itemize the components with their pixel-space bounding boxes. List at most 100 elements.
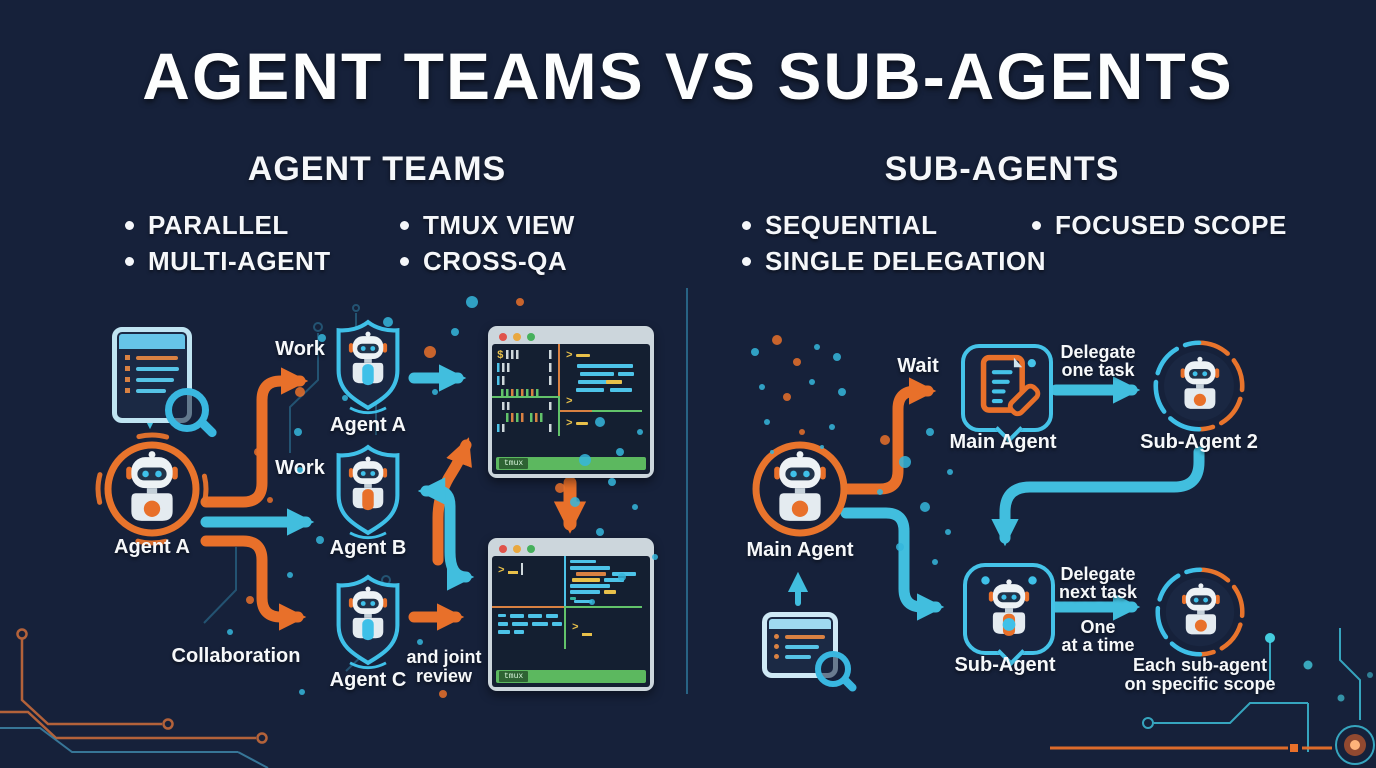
bullet-dot-icon: [742, 220, 751, 230]
particle-dot: [342, 395, 348, 401]
task-list-icon: [112, 327, 219, 439]
sub-agent-2-icon: [1153, 340, 1245, 432]
report-search-icon: [762, 612, 859, 694]
one-at-a-time-label-line1: One: [1080, 617, 1116, 637]
particle-dot: [417, 639, 423, 645]
team-agent-a-label: Agent A: [330, 414, 406, 436]
terminal-panes: > >: [492, 556, 642, 649]
svg-text:$: $: [497, 350, 504, 362]
task-document-box: [961, 344, 1053, 444]
particle-dot: [809, 379, 815, 385]
particle-dot: [299, 689, 305, 695]
right-bullet-single-delegation: SINGLE DELEGATION: [742, 245, 1046, 277]
particle-dot: [833, 353, 841, 361]
arrow-collab-to-agent-c: [200, 535, 307, 631]
particle-dot: [751, 348, 759, 356]
arrow-main-to-sub-agent: [840, 507, 945, 621]
terminal-titlebar: [492, 541, 650, 556]
collaboration-label: Collaboration: [171, 645, 301, 667]
team-agent-a-icon: [336, 319, 400, 415]
right-bullet-sequential: SEQUENTIAL: [742, 209, 938, 241]
arrow-qa-cross: [417, 477, 475, 591]
magnifier-icon: [815, 651, 859, 694]
particle-dot: [555, 483, 565, 493]
particle-dot: [838, 388, 846, 396]
delegate-next-label-line2: next task: [1058, 582, 1138, 602]
particle-dot: [579, 454, 591, 466]
particle-dot: [316, 536, 324, 544]
particle-dot: [764, 419, 770, 425]
tmux-terminal-top: $ > > >: [488, 326, 654, 478]
svg-text:>: >: [572, 622, 579, 634]
joint-review-label-line1: and joint: [406, 647, 482, 667]
svg-text:>: >: [566, 418, 573, 430]
tmux-status-bar: tmux: [496, 670, 646, 683]
particle-dot: [267, 497, 273, 503]
arrow-loop-back: [991, 446, 1205, 547]
bullet-dot-icon: [125, 220, 134, 230]
particle-dot: [451, 328, 459, 336]
tmux-session-chip: tmux: [499, 458, 529, 469]
particle-dot: [297, 467, 303, 473]
particle-dot: [783, 393, 791, 401]
svg-text:>: >: [566, 350, 573, 362]
particle-dot: [616, 448, 624, 456]
particle-dot: [920, 502, 930, 512]
tmux-status-bar: tmux: [496, 457, 646, 470]
bullet-dot-icon: [742, 256, 751, 266]
task-box-label: Main Agent: [949, 431, 1057, 453]
particle-dot: [516, 298, 524, 306]
particle-dot: [424, 346, 436, 358]
particle-dot: [829, 424, 835, 430]
particle-dot: [608, 478, 616, 486]
particle-dot: [439, 690, 447, 698]
minimize-icon: [513, 332, 521, 341]
particle-dot: [759, 384, 765, 390]
particle-dot: [466, 296, 478, 308]
particle-dot: [246, 596, 254, 604]
main-agent-icon: [752, 441, 848, 537]
tmux-session-chip: tmux: [499, 671, 529, 682]
left-bullet-multi-agent: MULTI-AGENT: [125, 245, 331, 277]
orchestrator-agent-icon: [95, 432, 209, 546]
bullet-dot-icon: [125, 256, 134, 266]
particle-dot: [595, 417, 605, 427]
page-title: AGENT TEAMS VS SUB-AGENTS: [142, 39, 1234, 113]
tmux-terminal-bottom: > >: [488, 538, 654, 691]
particle-dot: [432, 389, 438, 395]
arrow-work-to-agent-a: [200, 367, 309, 508]
sub-agent-robot-icon: [981, 576, 1037, 636]
particle-dot: [652, 554, 658, 560]
particle-dot: [880, 435, 890, 445]
svg-text:>: >: [498, 565, 505, 577]
particle-dot: [618, 573, 626, 581]
joint-review-label-line2: review: [415, 666, 473, 686]
left-bullet-cross-qa: CROSS-QA: [400, 245, 567, 277]
particle-dot: [295, 387, 305, 397]
particle-dot: [254, 448, 262, 456]
scope-label-line1: Each sub-agent: [1132, 655, 1268, 675]
terminal-panes: $ > > >: [492, 344, 642, 436]
particle-dot: [318, 334, 326, 342]
orchestrator-label: Agent A: [114, 536, 190, 558]
arrow-wait: [842, 377, 937, 495]
particle-dot: [820, 445, 824, 449]
particle-dot: [799, 429, 805, 435]
wait-label: Wait: [897, 355, 939, 377]
particle-dot: [877, 489, 883, 495]
delegate-one-label-line2: one task: [1061, 360, 1135, 380]
work-label-top: Work: [275, 338, 325, 360]
particle-dot: [896, 543, 904, 551]
particle-dot: [227, 629, 233, 635]
particle-dot: [814, 344, 820, 350]
particle-dot: [945, 529, 951, 535]
scoped-sub-agent-icon: [1155, 567, 1245, 657]
particle-dot: [637, 429, 643, 435]
svg-text:>: >: [566, 396, 573, 408]
team-agent-c-label: Agent C: [329, 669, 407, 691]
section-divider: [686, 288, 688, 694]
left-bullet-tmux-view: TMUX VIEW: [400, 209, 575, 241]
scope-label-line2: on specific scope: [1124, 674, 1276, 694]
